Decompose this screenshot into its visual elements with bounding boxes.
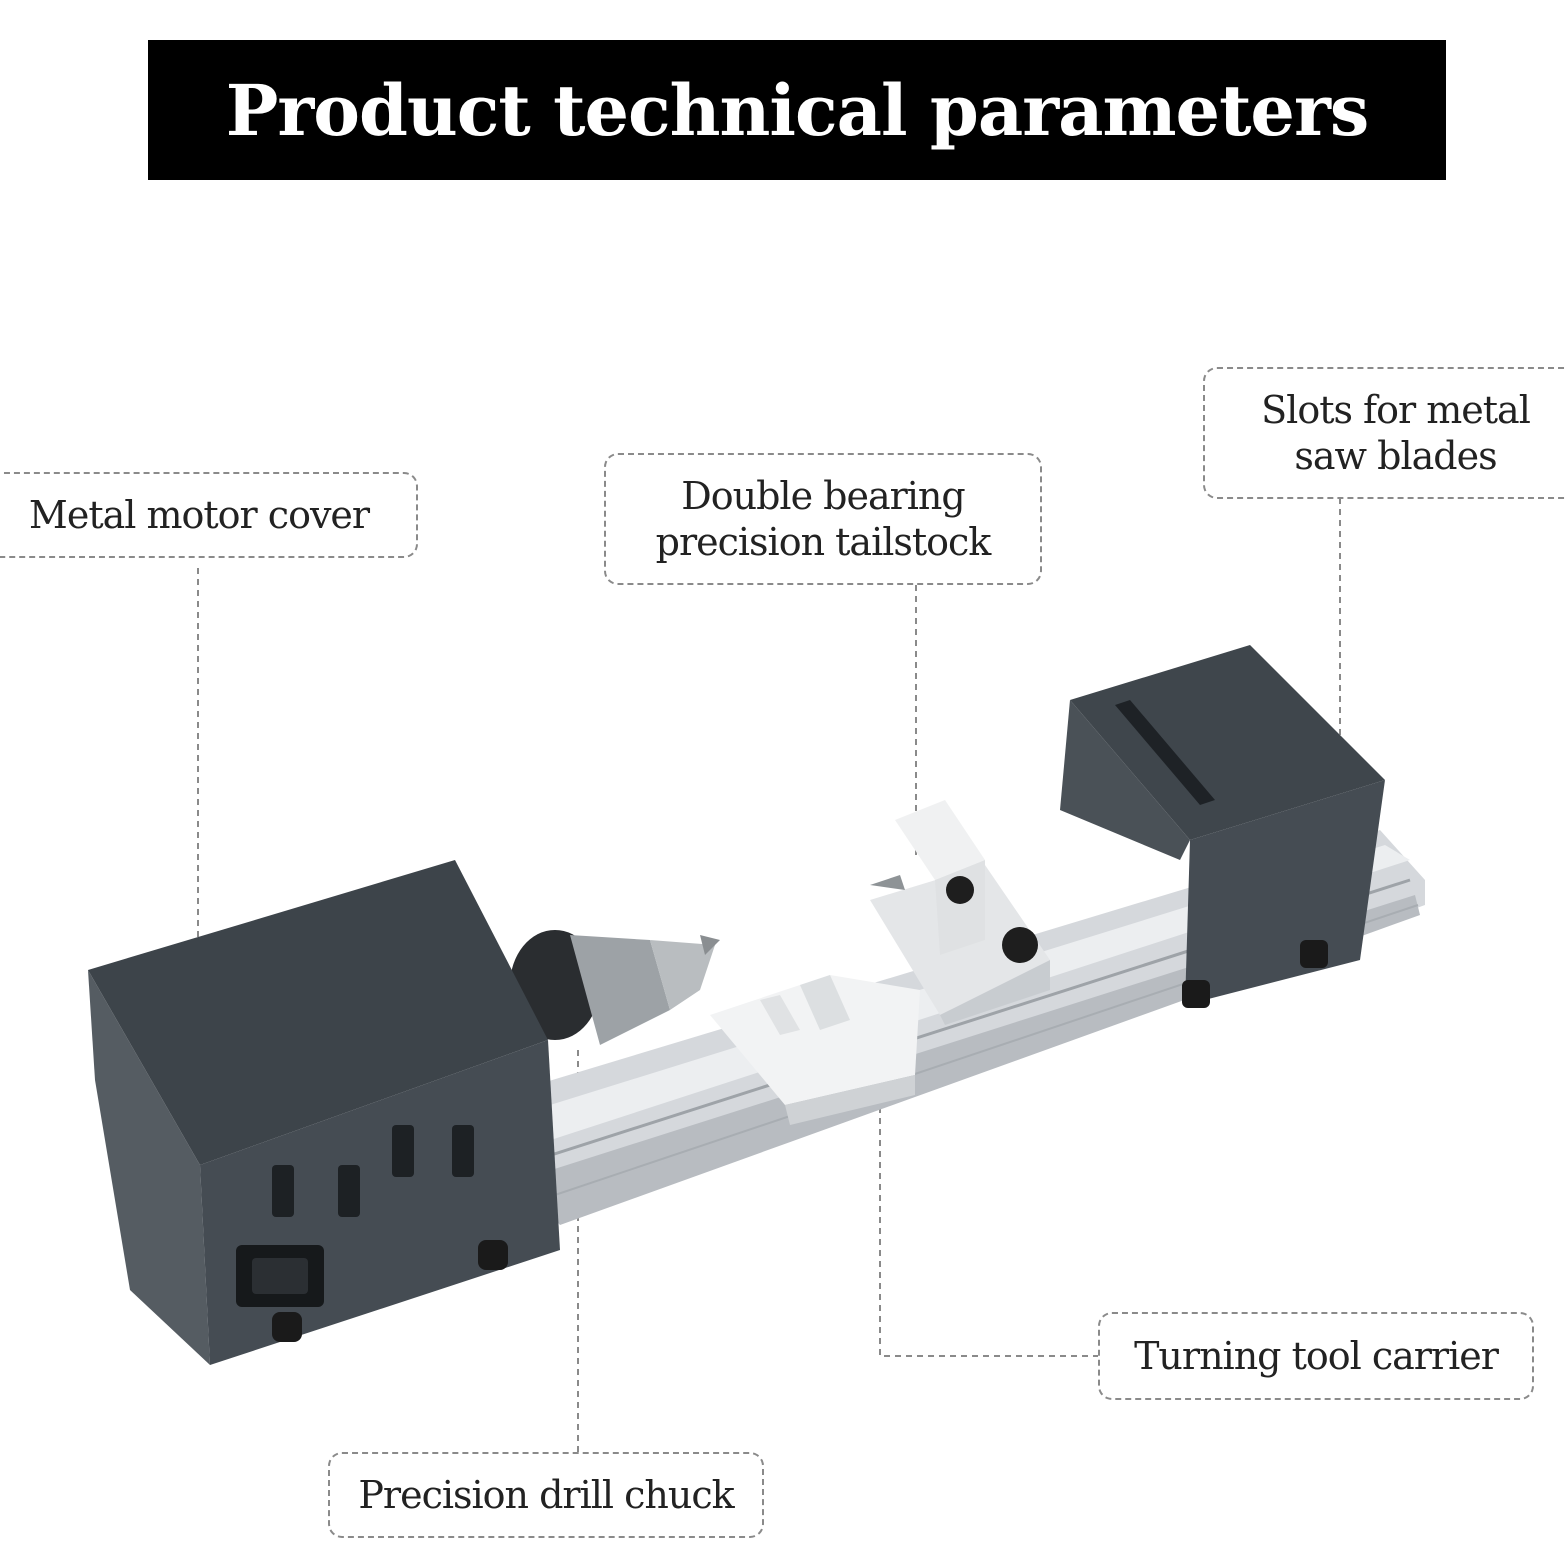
rail-screw bbox=[1182, 980, 1210, 1008]
vent-slot bbox=[272, 1165, 294, 1217]
callout-metal-motor-cover: Metal motor cover bbox=[0, 472, 418, 558]
vent-slot bbox=[392, 1125, 414, 1177]
callout-label: Turning tool carrier bbox=[1134, 1334, 1499, 1378]
callout-label: saw blades bbox=[1294, 434, 1497, 478]
callout-label: Slots for metal bbox=[1261, 388, 1531, 432]
callout-label: Precision drill chuck bbox=[358, 1473, 734, 1517]
callout-tailstock: Double bearing precision tailstock bbox=[604, 453, 1042, 585]
callout-turning-tool-carrier: Turning tool carrier bbox=[1098, 1312, 1534, 1400]
motor-housing bbox=[88, 860, 560, 1365]
page-title: Product technical parameters bbox=[225, 68, 1369, 152]
saw-slot bbox=[1115, 700, 1215, 805]
callout-label: precision tailstock bbox=[655, 520, 992, 564]
rail-screw bbox=[478, 1240, 508, 1270]
rail-screw bbox=[1300, 940, 1328, 968]
saw-blade-housing bbox=[1060, 645, 1385, 1008]
callout-saw-blade-slots: Slots for metal saw blades bbox=[1203, 367, 1568, 499]
rail-screw bbox=[272, 1312, 302, 1342]
tool-carrier bbox=[710, 975, 920, 1125]
vent-slot bbox=[452, 1125, 474, 1177]
title-banner: Product technical parameters bbox=[148, 40, 1446, 180]
vent-slot bbox=[338, 1165, 360, 1217]
tailstock bbox=[870, 800, 1050, 1025]
callout-label: Double bearing bbox=[681, 474, 965, 518]
callout-label: Metal motor cover bbox=[28, 493, 370, 537]
callout-precision-drill-chuck: Precision drill chuck bbox=[328, 1452, 764, 1538]
